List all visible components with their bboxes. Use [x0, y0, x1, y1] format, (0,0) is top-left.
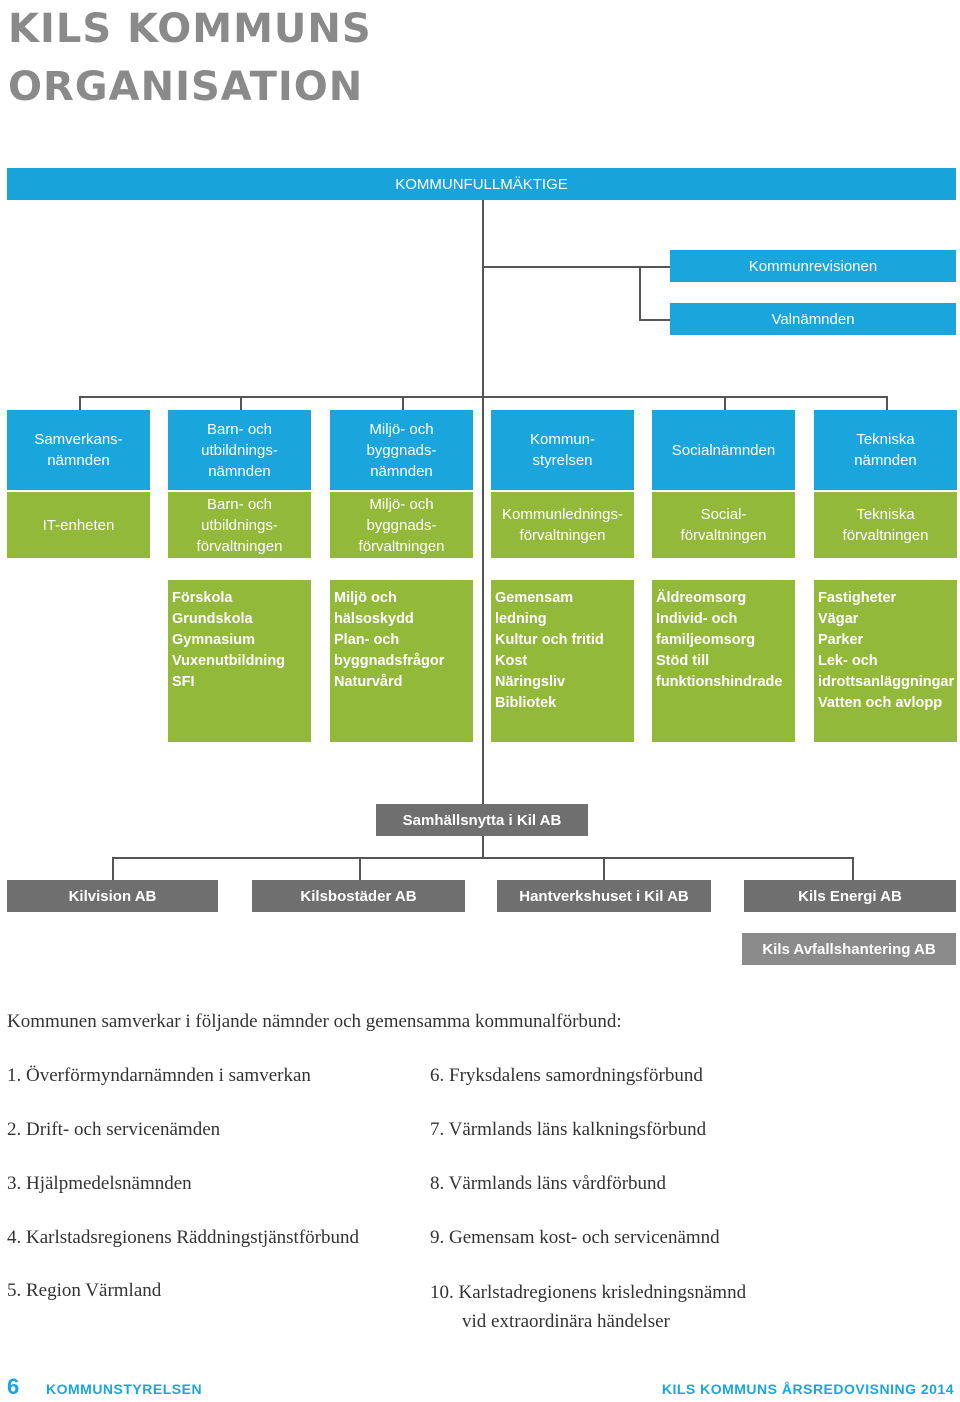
namnd-barn-och-utbildning: Barn- och utbildnings- nämnden	[168, 410, 311, 490]
verksamhet-item: hälsoskydd	[334, 611, 414, 627]
samverkan-item-10: 10. Karlstadregionens krisledningsnämnd	[430, 1282, 747, 1303]
kommunfullmaktige-box: KOMMUNFULLMÄKTIGE	[7, 168, 956, 200]
bolag-samhallsnytta: Samhällsnytta i Kil AB	[376, 804, 588, 836]
forvaltning-social: Social- förvaltningen	[652, 492, 795, 558]
namnd-kommunstyrelsen: Kommun- styrelsen	[491, 410, 634, 490]
forvaltning-kommunledning: Kommunlednings- förvaltningen	[491, 492, 634, 558]
verksamhet-item: Vuxenutbildning	[172, 653, 286, 669]
valnamnden-box: Valnämnden	[670, 303, 956, 335]
verksamhet-item: Miljö och	[334, 590, 397, 606]
verksamhet-item: funktionshindrade	[656, 674, 783, 690]
verksamhet-item: familjeomsorg	[656, 632, 756, 648]
forvaltning-tekniska: Tekniska förvaltningen	[814, 492, 957, 558]
namnd-drop-5	[724, 396, 726, 412]
title-line-2: ORGANISATION	[8, 64, 364, 110]
verksamhet-item: Näringsliv	[495, 674, 566, 690]
bolag-kils-energi: Kils Energi AB	[744, 880, 956, 912]
kommunrevisionen-box: Kommunrevisionen	[670, 250, 956, 282]
verksamhet-item: idrottsanläggningar	[818, 674, 955, 690]
bolag-kilsbostader: Kilsbostäder AB	[252, 880, 465, 912]
namnd-drop-2	[240, 396, 242, 412]
verksamhet-kommunledning: Gemensam ledning Kultur och fritid Kost …	[491, 580, 634, 742]
forvaltning-miljo-och-bygg: Miljö- och byggnads- förvaltningen	[330, 492, 473, 558]
verksamhet-item: Parker	[818, 632, 864, 648]
namnd-miljo-och-bygg: Miljö- och byggnads- nämnden	[330, 410, 473, 490]
namnd-drop-6	[886, 396, 888, 412]
forvaltning-barn-och-utbildning: Barn- och utbildnings- förvaltningen	[168, 492, 311, 558]
samverkan-item-10-cont: vid extraordinära händelser	[462, 1311, 670, 1332]
revision-tick-2	[639, 319, 671, 321]
verksamhet-item: Kultur och fritid	[495, 632, 604, 648]
samverkan-item-8: 8. Värmlands läns vårdförbund	[430, 1173, 667, 1194]
verksamhet-item: Stöd till	[656, 653, 710, 669]
namnd-horizontal-line	[79, 396, 887, 398]
namnd-samverkansnamnden: Samverkans- nämnden	[7, 410, 150, 490]
namnd-drop-3	[402, 396, 404, 412]
verksamhet-item: Gymnasium	[172, 632, 255, 648]
bolag-horizontal-line	[112, 857, 854, 859]
samverkan-intro: Kommunen samverkar i följande nämnder oc…	[7, 1011, 622, 1032]
verksamhet-barn-och-utbildning: Förskola Grundskola Gymnasium Vuxenutbil…	[168, 580, 311, 742]
verksamhet-item: Plan- och	[334, 632, 400, 648]
verksamhet-item: Gemensam	[495, 590, 574, 606]
namnd-drop-1	[79, 396, 81, 412]
verksamhet-miljo-och-bygg: Miljö och hälsoskydd Plan- och byggnadsf…	[330, 580, 473, 742]
namnd-socialnamnden: Socialnämnden	[652, 410, 795, 490]
title-line-1: KILS KOMMUNS	[8, 6, 372, 52]
verksamhet-tekniska: Fastigheter Vägar Parker Lek- och idrott…	[814, 580, 957, 742]
verksamhet-item: Bibliotek	[495, 695, 557, 711]
bolag-drop-2	[359, 857, 361, 881]
footer-left: KOMMUNSTYRELSEN	[46, 1381, 203, 1397]
revision-branch-line	[484, 266, 640, 268]
verksamhet-item: Grundskola	[172, 611, 253, 627]
samverkan-item-9: 9. Gemensam kost- och servicenämnd	[430, 1227, 720, 1248]
bolag-hantverkshuset: Hantverkshuset i Kil AB	[497, 880, 711, 912]
samverkan-item-4: 4. Karlstadsregionens Räddningstjänstför…	[7, 1227, 359, 1248]
forvaltning-it-enheten: IT-enheten	[7, 492, 150, 558]
verksamhet-item: Äldreomsorg	[656, 590, 747, 606]
bolag-drop-3	[603, 857, 605, 881]
footer-right: KILS KOMMUNS ÅRSREDOVISNING 2014	[661, 1381, 954, 1397]
page-title: KILS KOMMUNS ORGANISATION	[8, 0, 372, 116]
page-number: 6	[7, 1374, 20, 1399]
samverkan-item-7: 7. Värmlands läns kalkningsförbund	[430, 1119, 707, 1140]
samverkan-item-6: 6. Fryksdalens samordningsförbund	[430, 1065, 703, 1086]
verksamhet-item: Individ- och	[656, 611, 738, 627]
verksamhet-item: Naturvård	[334, 674, 403, 690]
namnd-tekniska: Tekniska nämnden	[814, 410, 957, 490]
bolag-kilvision: Kilvision AB	[7, 880, 218, 912]
samverkan-item-1: 1. Överförmyndarnämnden i samverkan	[7, 1065, 311, 1086]
revision-vertical-line	[639, 266, 641, 320]
verksamhet-item: SFI	[172, 674, 195, 690]
samverkan-item-2: 2. Drift- och servicenämden	[7, 1119, 221, 1140]
samverkan-item-3: 3. Hjälpmedelsnämnden	[7, 1173, 192, 1194]
samverkan-item-5: 5. Region Värmland	[7, 1280, 162, 1301]
verksamhet-item: Vägar	[818, 611, 859, 627]
verksamhet-item: Kost	[495, 653, 528, 669]
verksamhet-item: Fastigheter	[818, 590, 897, 606]
bolag-drop-4	[852, 857, 854, 881]
verksamhet-item: byggnadsfrågor	[334, 653, 445, 669]
verksamhet-social: Äldreomsorg Individ- och familjeomsorg S…	[652, 580, 795, 742]
main-vertical-line	[482, 198, 484, 858]
verksamhet-item: Lek- och	[818, 653, 878, 669]
bolag-drop-1	[112, 857, 114, 881]
revision-tick-1	[639, 266, 671, 268]
verksamhet-item: Förskola	[172, 590, 233, 606]
bolag-kils-avfallshantering: Kils Avfallshantering AB	[742, 933, 956, 965]
verksamhet-item: ledning	[495, 611, 547, 627]
verksamhet-item: Vatten och avlopp	[818, 695, 943, 711]
